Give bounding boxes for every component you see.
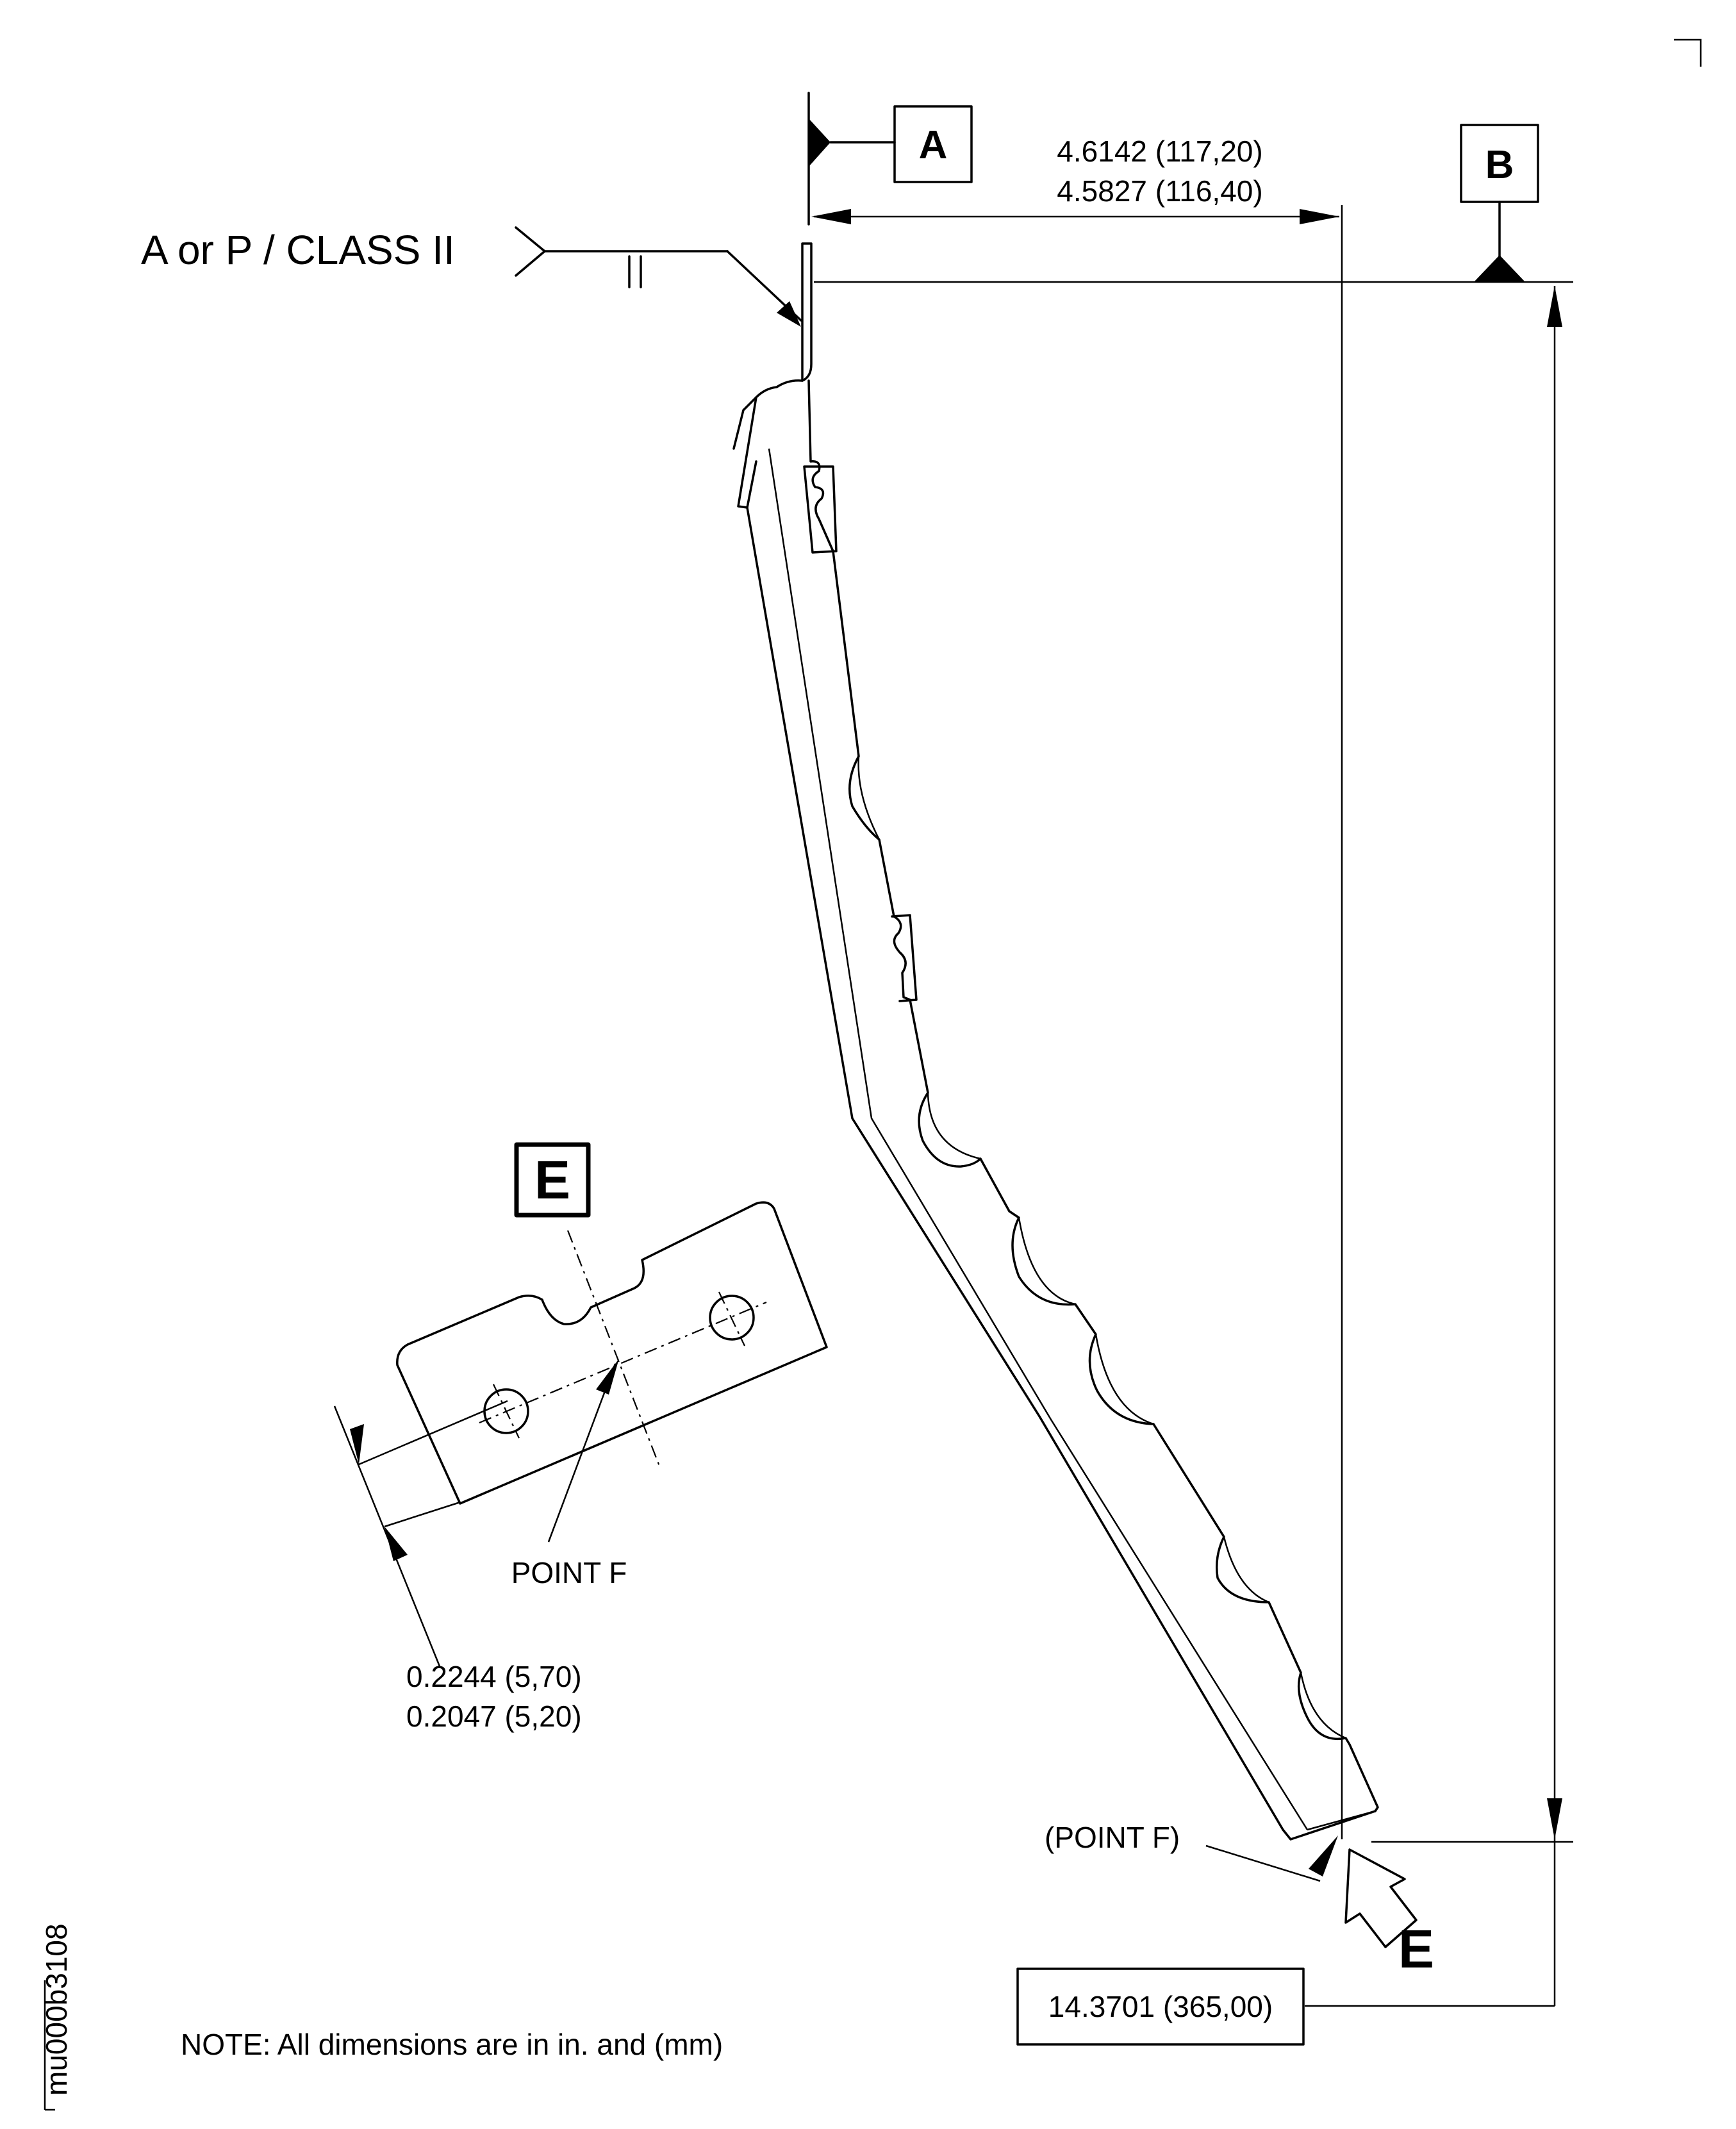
drawing-id-label: mu000b3108 bbox=[40, 1923, 73, 2096]
dimension-offset-max: 0.2244 (5,70) bbox=[406, 1660, 582, 1693]
corner-mark bbox=[1674, 38, 1702, 67]
point-f-label: POINT F bbox=[511, 1556, 627, 1589]
weld-symbol-label: A or P / CLASS II bbox=[141, 227, 455, 273]
note-text: NOTE: All dimensions are in in. and (mm) bbox=[181, 2028, 723, 2061]
dimension-offset-min: 0.2047 (5,20) bbox=[406, 1700, 582, 1733]
datum-b: B bbox=[814, 124, 1573, 283]
dimension-horizontal-max: 4.6142 (117,20) bbox=[1057, 135, 1262, 168]
dimension-vertical-box bbox=[1016, 1967, 1305, 2046]
datum-a: A bbox=[807, 92, 973, 226]
view-e-arrow: E bbox=[1344, 1848, 1434, 1979]
datum-a-label: A bbox=[919, 123, 948, 167]
weld-symbol: A or P / CLASS II bbox=[141, 226, 802, 327]
detail-e-box bbox=[514, 1142, 591, 1218]
detail-e: E 0.2244 (5,70) 0.2047 (5,20) POINT F bbox=[333, 1142, 828, 1733]
detail-e-label: E bbox=[534, 1150, 570, 1210]
bracket-part bbox=[732, 242, 1379, 1841]
dimension-vertical: 14.3701 (365,00) bbox=[1048, 1990, 1273, 2023]
hole-right bbox=[709, 1295, 755, 1341]
horizontal-dimension: 4.6142 (117,20) 4.5827 (116,40) bbox=[811, 135, 1343, 1839]
dimension-horizontal-min: 4.5827 (116,40) bbox=[1057, 174, 1262, 208]
point-f-reference: (POINT F) bbox=[1045, 1821, 1338, 1882]
vertical-dimension: 14.3701 (365,00) bbox=[1016, 286, 1573, 2046]
datum-b-label: B bbox=[1485, 143, 1514, 187]
drawing-id: mu000b3108 bbox=[40, 1923, 73, 2111]
point-f-ref-label: (POINT F) bbox=[1045, 1821, 1180, 1854]
view-e-label: E bbox=[1398, 1919, 1434, 1979]
